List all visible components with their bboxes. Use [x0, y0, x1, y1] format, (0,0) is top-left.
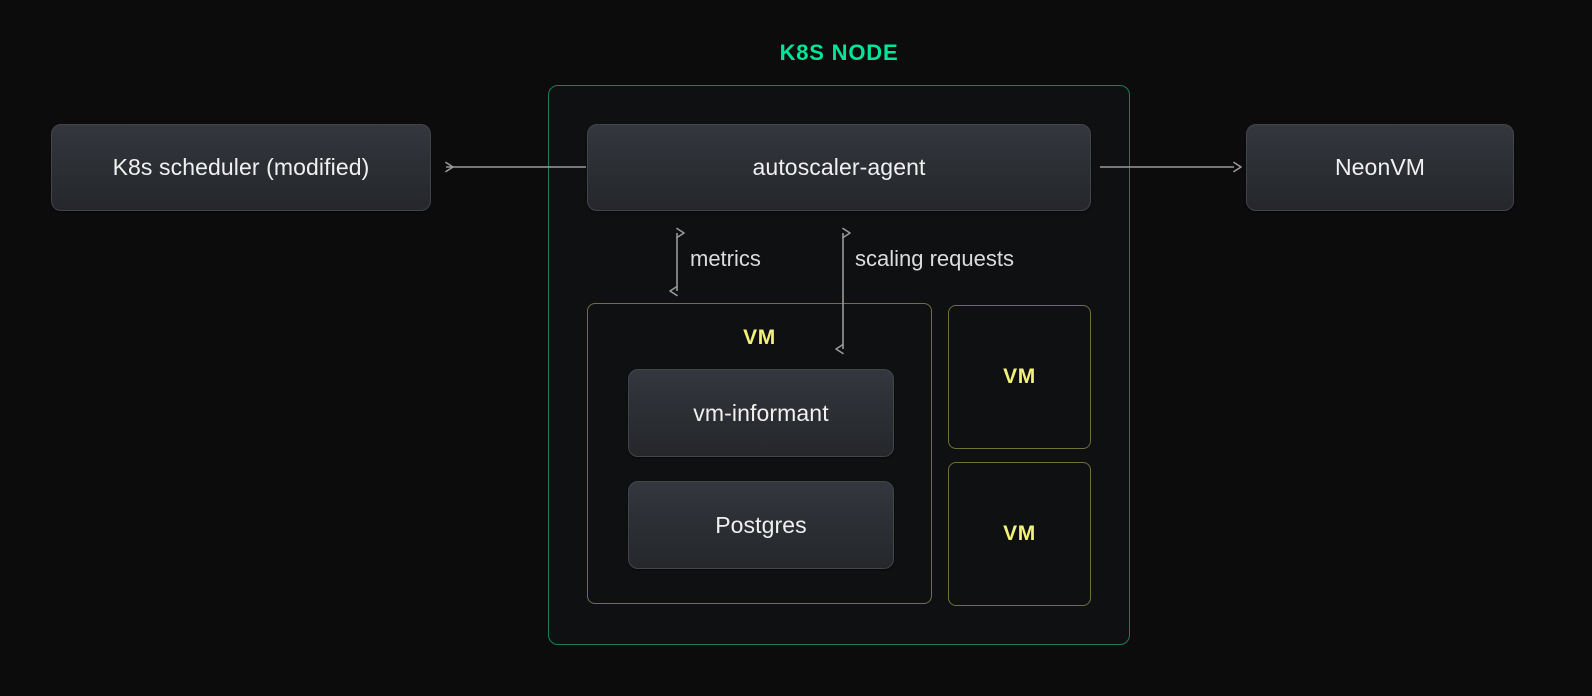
postgres-box[interactable]: Postgres	[628, 481, 894, 569]
k8s-node-title: K8S NODE	[779, 40, 899, 65]
postgres-label: Postgres	[715, 511, 807, 538]
vm-informant-box[interactable]: vm-informant	[628, 369, 894, 457]
scaling-requests-label: scaling requests	[855, 246, 1014, 271]
vm-label-2: VM	[1003, 522, 1036, 545]
vm-box-2[interactable]: VM	[948, 305, 1091, 449]
vm-label-1: VM	[1003, 365, 1036, 388]
k8s-scheduler-box[interactable]: K8s scheduler (modified)	[51, 124, 431, 211]
vm-box-expanded[interactable]: VM vm-informant Postgres	[587, 303, 932, 604]
metrics-label: metrics	[690, 246, 761, 271]
k8s-scheduler-label: K8s scheduler (modified)	[112, 154, 370, 180]
vm-informant-label: vm-informant	[693, 399, 829, 426]
vm-box-3[interactable]: VM	[948, 462, 1091, 606]
neonvm-box[interactable]: NeonVM	[1246, 124, 1514, 211]
autoscaler-agent-label: autoscaler-agent	[752, 154, 926, 180]
neonvm-label: NeonVM	[1334, 154, 1426, 180]
autoscaler-agent-box[interactable]: autoscaler-agent	[587, 124, 1091, 211]
vm-label-0: VM	[743, 326, 776, 349]
